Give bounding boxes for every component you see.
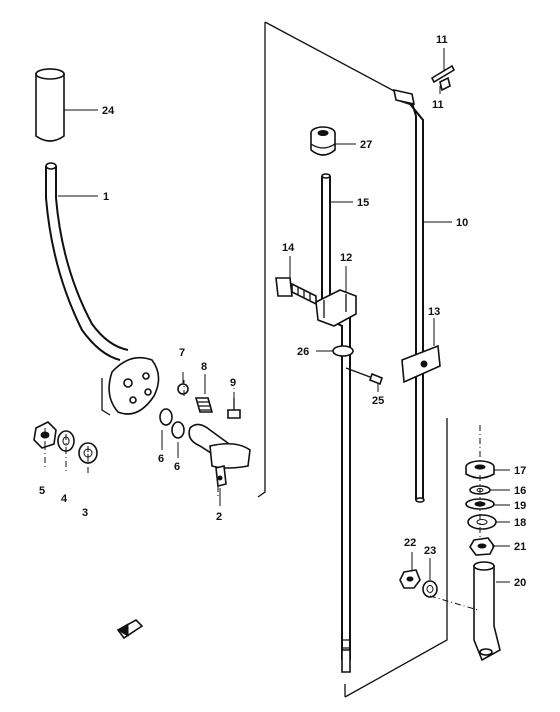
callout-5: 5 xyxy=(39,485,45,497)
rod-part-10 xyxy=(392,88,425,503)
nut-part-5 xyxy=(33,421,57,449)
pivot-shaft-part-2 xyxy=(188,423,251,487)
callout-3: 3 xyxy=(82,507,88,519)
callout-22: 22 xyxy=(404,537,416,549)
callout-11a: 11 xyxy=(436,34,448,46)
callout-24: 24 xyxy=(102,105,115,117)
callout-6a: 6 xyxy=(158,453,164,465)
washer-part-18 xyxy=(467,514,497,530)
oring-part-6a xyxy=(159,408,173,426)
spring-part-8 xyxy=(194,397,214,413)
callout-11b: 11 xyxy=(432,99,444,111)
control-lever-part-1 xyxy=(45,162,160,416)
ball-part-7 xyxy=(177,383,189,395)
callout-15: 15 xyxy=(357,197,369,209)
callout-12: 12 xyxy=(340,252,352,264)
assembly-outline xyxy=(257,21,448,698)
callout-7: 7 xyxy=(179,347,185,359)
callout-6b: 6 xyxy=(174,461,180,473)
washer-part-23 xyxy=(422,580,438,598)
washer-part-26 xyxy=(332,345,354,357)
callout-23: 23 xyxy=(424,545,436,557)
washer-part-17 xyxy=(465,460,495,479)
callout-14: 14 xyxy=(282,242,295,254)
callout-13: 13 xyxy=(428,306,440,318)
callout-9: 9 xyxy=(230,377,236,389)
callout-21: 21 xyxy=(514,541,526,553)
clamp-part-12 xyxy=(315,289,357,327)
callout-19: 19 xyxy=(514,500,526,512)
callout-25: 25 xyxy=(372,395,384,407)
bolt-part-11 xyxy=(430,64,456,92)
nut-part-21 xyxy=(469,537,495,556)
pin-part-25 xyxy=(345,367,383,386)
callout-20: 20 xyxy=(514,577,526,589)
leader-lines xyxy=(58,48,510,583)
callout-26: 26 xyxy=(297,346,309,358)
oring-part-6b xyxy=(171,421,185,439)
nut-part-22 xyxy=(399,569,421,589)
grommet-part-27 xyxy=(310,126,336,156)
callout-17: 17 xyxy=(514,465,526,477)
callout-18: 18 xyxy=(514,517,526,529)
screw-part-9 xyxy=(227,398,241,419)
callout-8: 8 xyxy=(201,361,207,373)
grip-cap-part-24 xyxy=(35,68,65,142)
direction-arrow-icon xyxy=(116,619,144,640)
callout-16: 16 xyxy=(514,485,526,497)
callout-1: 1 xyxy=(103,191,109,203)
bracket-part-13 xyxy=(401,344,441,384)
callout-labels: 24 1 7 8 9 5 4 3 6 6 2 11 11 27 15 10 14… xyxy=(39,34,526,589)
callout-2: 2 xyxy=(216,511,222,523)
sleeve-part-20 xyxy=(473,561,501,662)
callout-10: 10 xyxy=(456,217,468,229)
bolt-part-14 xyxy=(275,277,317,306)
callout-4: 4 xyxy=(61,493,68,505)
callout-27: 27 xyxy=(360,139,372,151)
control-rod-part-15 xyxy=(321,173,351,673)
